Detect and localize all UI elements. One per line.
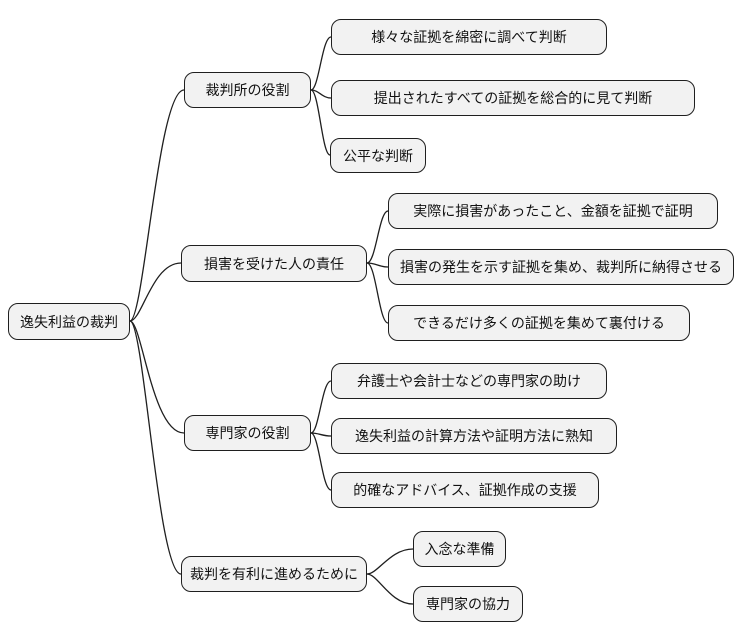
node-fair-judgment: 公平な判断 [330,138,426,173]
edge-branch-1-child-3 [310,89,331,156]
edge-branch-2-child-3 [366,262,389,324]
node-convince-court-with-evidence: 損害の発生を示す証拠を集め、裁判所に納得させる [388,249,734,285]
node-proceed-trial-favorably: 裁判を有利に進めるために [181,556,367,592]
edge-root-to-branch-4 [129,320,182,575]
node-familiar-with-calculation: 逸失利益の計算方法や証明方法に熟知 [331,418,617,454]
node-comprehensive-judgment: 提出されたすべての証拠を総合的に見て判断 [331,80,695,116]
edge-branch-3-child-2 [310,432,332,437]
edge-branch-4-child-1 [366,548,414,575]
edge-root-to-branch-2 [129,262,182,322]
node-thorough-preparation: 入念な準備 [413,531,506,567]
edge-branch-3-child-3 [310,432,332,491]
edge-root-to-branch-1 [129,89,185,322]
node-role-of-court: 裁判所の役割 [184,72,311,108]
edge-branch-1-child-2 [310,89,332,99]
node-root-lost-profit-trial: 逸失利益の裁判 [8,303,130,340]
edge-branch-3-child-1 [310,380,332,434]
node-examine-evidence-carefully: 様々な証拠を綿密に調べて判断 [331,19,607,55]
edge-branch-1-child-1 [310,36,332,91]
node-gather-much-evidence: できるだけ多くの証拠を集めて裏付ける [388,305,690,341]
edge-branch-4-child-2 [366,573,414,605]
node-help-of-lawyers-accountants: 弁護士や会計士などの専門家の助け [331,363,607,399]
edge-branch-2-child-2 [366,262,389,268]
node-expert-cooperation: 専門家の協力 [413,586,523,622]
node-prove-damage-and-amount: 実際に損害があったこと、金額を証拠で証明 [388,193,718,229]
node-accurate-advice-support: 的確なアドバイス、証拠作成の支援 [331,472,599,508]
node-role-of-experts: 専門家の役割 [184,415,311,451]
edge-root-to-branch-3 [129,320,185,434]
edge-branch-2-child-1 [366,210,389,264]
node-victim-responsibility: 損害を受けた人の責任 [181,245,367,282]
